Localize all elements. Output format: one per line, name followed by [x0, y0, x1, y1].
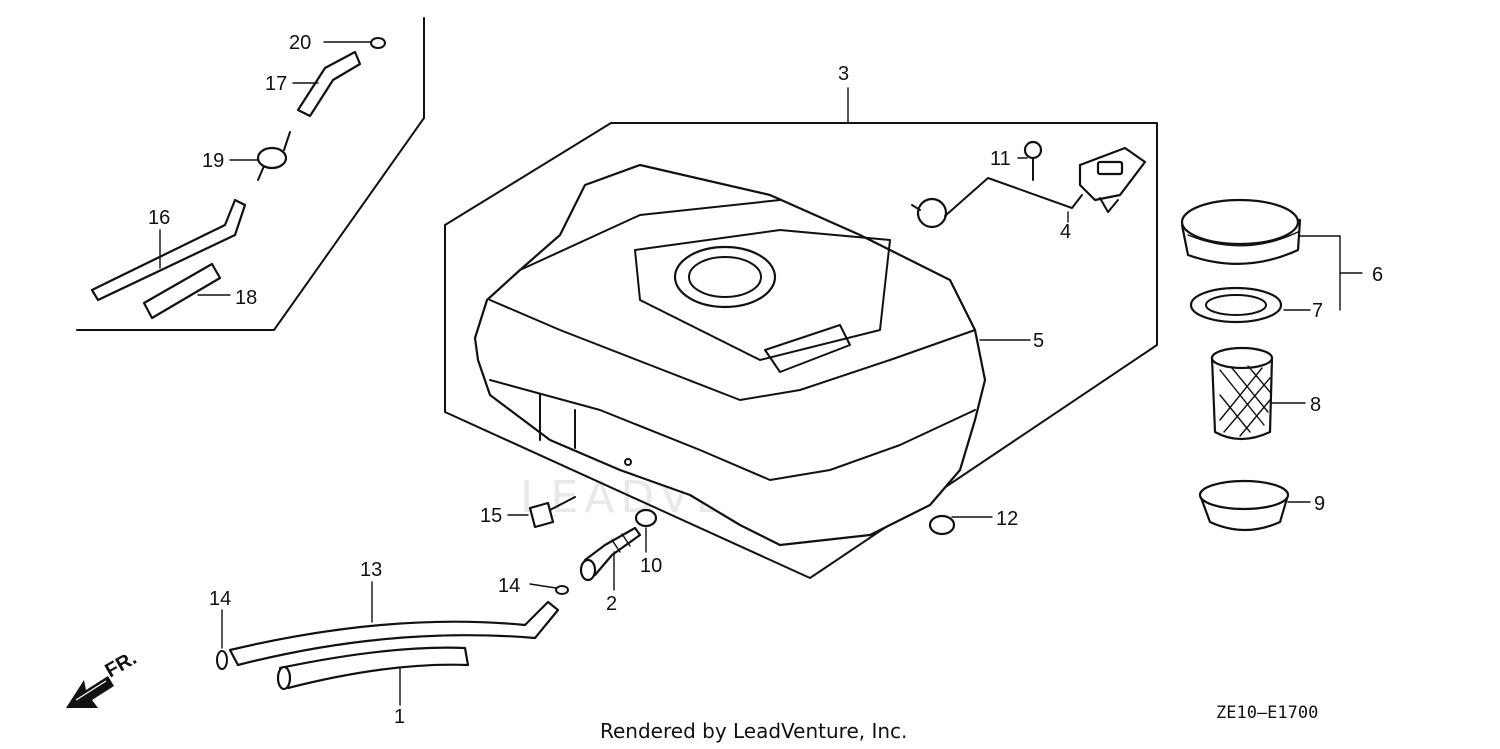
gauge-screw: [1023, 140, 1043, 181]
drain-plug: [928, 514, 956, 536]
callout-8: 8: [1310, 394, 1321, 416]
hose-16: [90, 198, 247, 302]
fuel-strainer: [1210, 346, 1274, 441]
leader-lines: [159, 41, 1363, 706]
washer: [634, 508, 658, 528]
diagram-code: ZE10—E1700: [1216, 703, 1318, 723]
callout-1: 1: [394, 706, 405, 728]
tube-clip: [216, 585, 569, 670]
callout-16: 16: [148, 207, 170, 229]
callout-7: 7: [1312, 300, 1323, 322]
callout-10: 10: [640, 555, 662, 577]
callout-5: 5: [1033, 330, 1044, 352]
callout-14a: 14: [209, 588, 231, 610]
callout-17: 17: [265, 73, 287, 95]
hose-18: [142, 262, 222, 320]
callout-11: 11: [990, 148, 1011, 170]
filter-19: [256, 131, 291, 181]
strainer-seat: [1198, 479, 1290, 532]
fuel-cap: [1180, 198, 1302, 265]
callout-14b: 14: [498, 575, 520, 597]
fuel-tube-short: [276, 646, 470, 691]
hose-17: [296, 50, 362, 118]
hose-kit-border: [76, 17, 425, 331]
flange-bolt: [528, 496, 576, 529]
callout-6: 6: [1372, 264, 1383, 286]
fuel-tank: [473, 163, 987, 547]
callout-19: 19: [202, 150, 224, 172]
callout-13: 13: [360, 559, 382, 581]
cap-gasket: [1189, 286, 1283, 324]
callout-4: 4: [1060, 221, 1071, 243]
callout-3: 3: [838, 63, 849, 85]
callout-9: 9: [1314, 493, 1325, 515]
fuel-cock: [579, 526, 642, 582]
fuel-tube: [228, 600, 560, 667]
clip-20: [370, 37, 386, 49]
tank-assembly-border: [444, 87, 1158, 579]
callout-20: 20: [289, 32, 311, 54]
front-arrow-icon: [66, 676, 114, 708]
callout-15: 15: [480, 505, 502, 527]
callout-2: 2: [606, 593, 617, 615]
callout-18: 18: [235, 287, 257, 309]
callout-12: 12: [996, 508, 1018, 530]
footer-credit: Rendered by LeadVenture, Inc.: [600, 719, 907, 743]
fuel-gauge: [911, 146, 1147, 229]
